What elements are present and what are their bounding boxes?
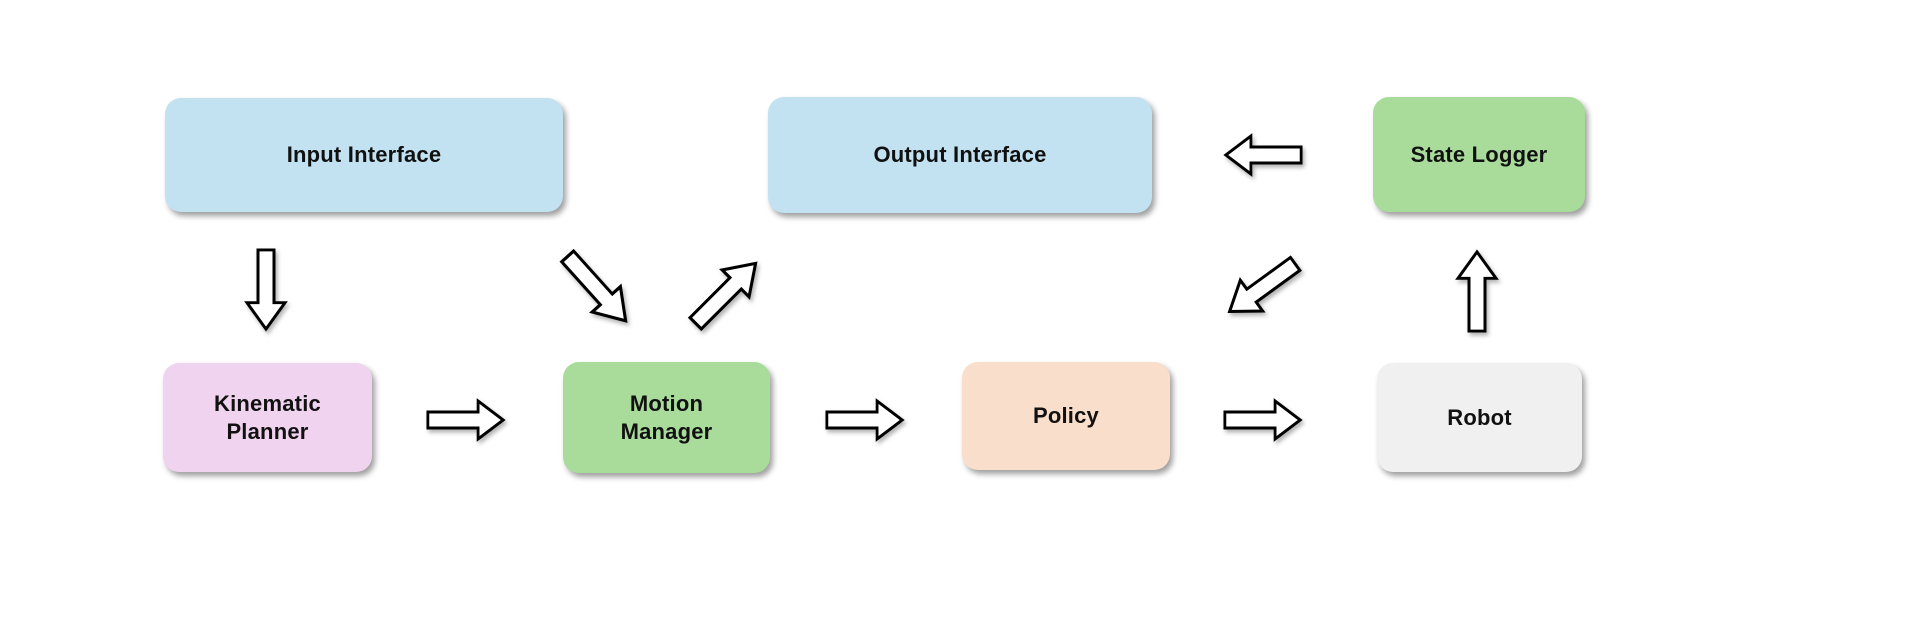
node-label-motion-manager: Motion Manager — [620, 391, 713, 444]
block-arrow-icon — [244, 248, 288, 332]
arrow-robot-to-statelogger — [1435, 249, 1519, 333]
arrow-motion-to-policy — [825, 398, 905, 442]
block-arrow-icon — [1223, 133, 1303, 177]
node-motion-manager: Motion Manager — [563, 362, 770, 473]
arrow-input-to-kinematic — [224, 248, 308, 332]
node-label-state-logger: State Logger — [1410, 141, 1548, 167]
node-label-output-interface: Output Interface — [873, 142, 1047, 168]
node-state-logger: State Logger — [1373, 97, 1585, 212]
arrow-statelogger-to-output — [1223, 133, 1303, 177]
arrow-motion-to-output — [681, 261, 771, 332]
arrow-input-to-motion — [551, 248, 643, 323]
arrow-kinematic-to-motion — [426, 398, 506, 442]
node-label-robot: Robot — [1447, 404, 1512, 430]
block-arrow-icon — [1455, 249, 1499, 333]
node-policy: Policy — [962, 362, 1170, 470]
block-arrow-icon — [679, 246, 774, 341]
node-kinematic-planner: Kinematic Planner — [163, 363, 372, 472]
arrow-policy-to-robot — [1223, 398, 1303, 442]
block-arrow-icon — [1223, 398, 1303, 442]
node-robot: Robot — [1377, 363, 1582, 472]
block-arrow-icon — [825, 398, 905, 442]
block-arrow-icon — [426, 398, 506, 442]
node-label-kinematic-planner: Kinematic Planner — [214, 391, 321, 444]
arrow-statelogger-to-policy — [1219, 255, 1305, 314]
node-output-interface: Output Interface — [768, 97, 1152, 213]
node-input-interface: Input Interface — [165, 98, 563, 212]
node-label-input-interface: Input Interface — [286, 142, 442, 168]
block-arrow-icon — [550, 240, 644, 338]
node-label-policy: Policy — [1032, 403, 1099, 429]
block-arrow-icon — [1214, 245, 1309, 331]
